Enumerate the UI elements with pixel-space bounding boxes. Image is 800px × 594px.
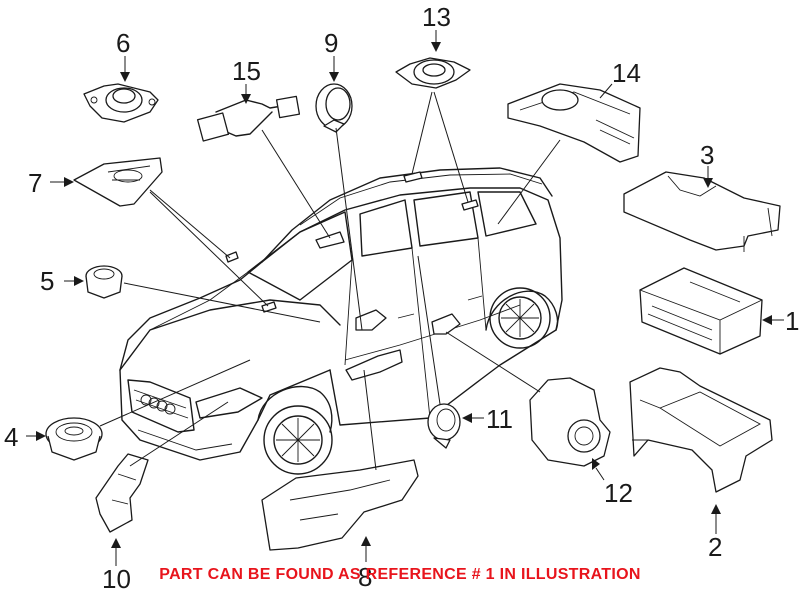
callout-7: 7	[28, 168, 42, 198]
part-4-woofer	[45, 417, 103, 461]
part-8-trim-panel	[261, 459, 419, 551]
part-1-control-unit	[639, 267, 763, 355]
part-15-wiring-harness	[196, 95, 301, 142]
part-12-sensor-housing	[529, 377, 611, 467]
callout-2: 2	[708, 532, 722, 562]
callout-leaders	[26, 30, 784, 566]
callout-12: 12	[604, 478, 633, 508]
part-7-bracket	[73, 157, 163, 207]
part-10-bracket	[95, 453, 149, 533]
part-11-speaker	[427, 403, 461, 449]
part-9-speaker	[315, 83, 353, 133]
callout-8: 8	[358, 562, 372, 592]
callout-6: 6	[116, 28, 130, 58]
callout-13: 13	[422, 2, 451, 32]
callout-4: 4	[4, 422, 18, 452]
callout-9: 9	[324, 28, 338, 58]
part-2-mounting-frame	[629, 367, 773, 493]
callout-10: 10	[102, 564, 131, 594]
part-14-module	[507, 83, 641, 163]
part-5-speaker	[85, 265, 123, 299]
part-13-speaker	[395, 57, 471, 89]
callout-11: 11	[486, 404, 513, 434]
part-6-speaker-bracket	[83, 83, 159, 123]
vehicle-outline	[119, 167, 563, 475]
part-3-amplifier	[623, 171, 781, 252]
callout-3: 3	[700, 140, 714, 170]
callout-1: 1	[785, 306, 799, 336]
reference-note: PART CAN BE FOUND AS REFERENCE # 1 IN IL…	[159, 566, 641, 583]
callout-15: 15	[232, 56, 261, 86]
callout-numbers: 1 2 3 4 5 6 7 8 9 10 11 12 13 14 15	[4, 2, 799, 594]
callout-14: 14	[612, 58, 641, 88]
callout-5: 5	[40, 266, 54, 296]
